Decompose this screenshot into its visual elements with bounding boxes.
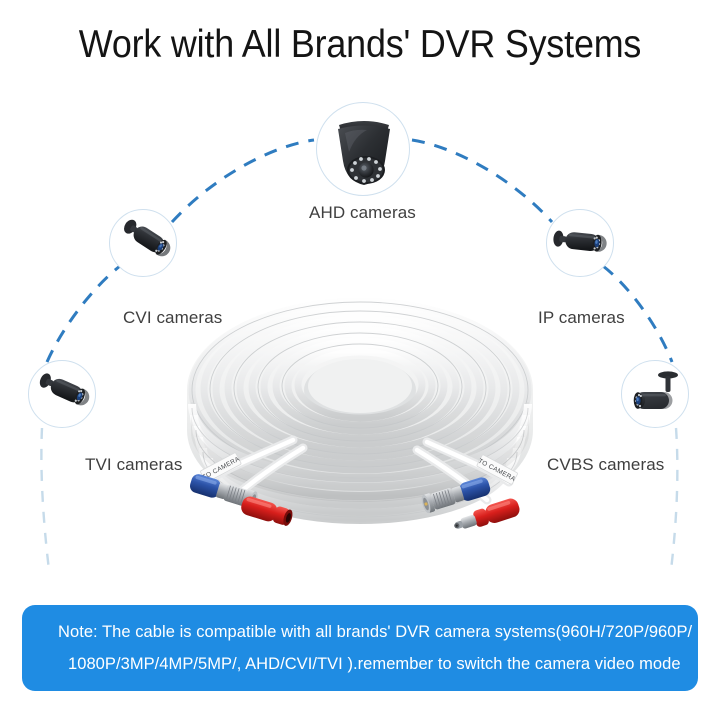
cable-coil-illustration: TO CAMERA	[187, 298, 533, 529]
connector-bnc-right	[421, 477, 491, 514]
page-title: Work with All Brands' DVR Systems	[78, 23, 642, 66]
arc-cvbs-tail	[669, 427, 679, 571]
dome-camera-icon	[338, 121, 390, 185]
arc-tvi-tail	[40, 427, 51, 571]
camera-label-ip: IP cameras	[538, 308, 625, 327]
camera-circle-cvi	[109, 209, 177, 277]
arc-cvi-to-ahd	[170, 138, 315, 224]
camera-label-cvi: CVI cameras	[123, 308, 223, 327]
camera-label-cvbs: CVBS cameras	[547, 455, 665, 474]
cable-coil-product-image: TO CAMERA	[175, 272, 545, 572]
bullet-camera-icon	[39, 373, 90, 406]
arc-ahd-to-ip	[411, 138, 554, 224]
connector-dc-left	[241, 496, 293, 526]
camera-circle-cvbs	[621, 360, 689, 428]
bullet-camera-bracket-icon	[633, 371, 678, 409]
bullet-camera-icon	[124, 219, 171, 257]
connector-dc-right	[454, 498, 520, 529]
note-line-2: 1080P/3MP/4MP/5MP/, AHD/CVI/TVI ).rememb…	[68, 655, 681, 673]
camera-label-ahd: AHD cameras	[309, 203, 416, 222]
bullet-camera-icon	[553, 230, 607, 252]
camera-circle-ahd	[316, 102, 410, 196]
cable-lead-right: TO CAMERA	[412, 437, 518, 505]
note-line-1: Note: The cable is compatible with all b…	[58, 623, 693, 641]
camera-circle-ip	[546, 209, 614, 277]
camera-label-tvi: TVI cameras	[85, 455, 183, 474]
camera-circle-tvi	[28, 360, 96, 428]
arc-tvi-to-cvi	[45, 264, 121, 363]
note-banner: Note: The cable is compatible with all b…	[22, 605, 698, 691]
